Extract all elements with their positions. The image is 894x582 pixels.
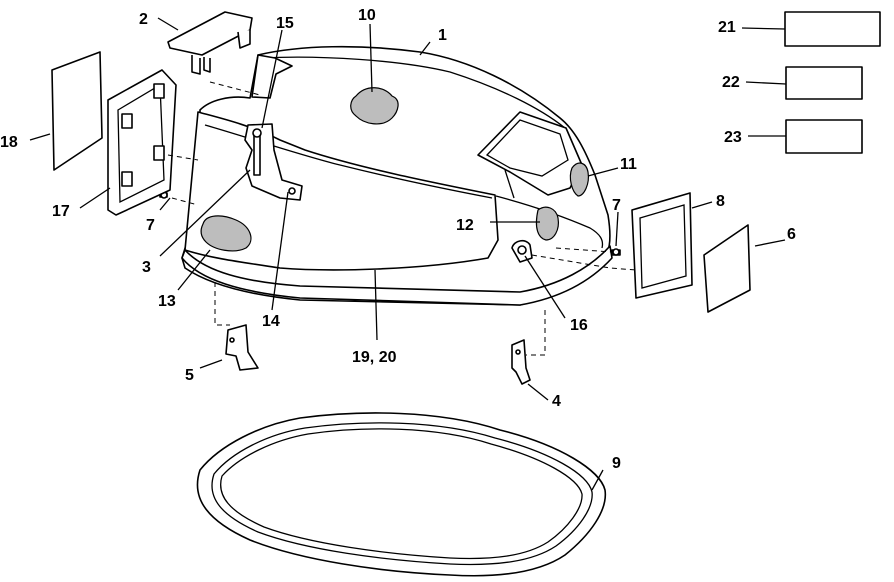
callout-12: 12 <box>456 217 474 234</box>
callout-7-left: 7 <box>146 217 155 234</box>
screw-right <box>611 248 621 256</box>
foam-pad-12 <box>535 206 559 241</box>
gasket-sheet-6 <box>703 224 751 313</box>
callout-4: 4 <box>552 393 561 410</box>
callout-8: 8 <box>716 193 725 210</box>
callout-22: 22 <box>722 74 740 91</box>
motor-cover <box>181 45 613 306</box>
callout-5: 5 <box>185 367 194 384</box>
foam-pad-11 <box>569 162 589 197</box>
callout-17: 17 <box>52 203 70 220</box>
foam-pad-13 <box>200 215 252 252</box>
callout-14: 14 <box>262 313 280 330</box>
decal-23 <box>785 119 863 154</box>
guide-line <box>526 310 546 356</box>
callout-7-right: 7 <box>612 197 621 214</box>
bracket-5 <box>225 324 259 371</box>
callout-9: 9 <box>612 455 621 472</box>
callout-6: 6 <box>787 226 796 243</box>
callout-13: 13 <box>158 293 176 310</box>
gasket-sheet-18 <box>51 51 103 171</box>
side-panel-right <box>631 192 693 299</box>
side-panel-left <box>107 69 177 216</box>
decal-22 <box>785 66 863 100</box>
guide-line <box>171 197 199 206</box>
decal-21 <box>784 11 881 47</box>
callout-21: 21 <box>718 19 736 36</box>
latch-assembly <box>244 123 303 201</box>
latch-knob <box>511 239 533 263</box>
guide-line <box>214 282 230 326</box>
foam-pad-10 <box>350 87 399 125</box>
seal-ring <box>196 412 607 577</box>
callout-10: 10 <box>358 7 376 24</box>
callout-11: 11 <box>620 156 637 173</box>
callout-1: 1 <box>438 27 447 44</box>
callout-3: 3 <box>142 259 151 276</box>
bracket-4 <box>511 339 531 385</box>
callout-23: 23 <box>724 129 742 146</box>
callout-2: 2 <box>139 11 148 28</box>
callout-16: 16 <box>570 317 588 334</box>
cover-cap <box>167 11 253 75</box>
callout-19-20: 19, 20 <box>352 349 397 366</box>
leader-lines <box>29 17 787 491</box>
guide-line <box>555 247 613 253</box>
callout-18: 18 <box>0 134 18 151</box>
callout-15: 15 <box>276 15 294 32</box>
